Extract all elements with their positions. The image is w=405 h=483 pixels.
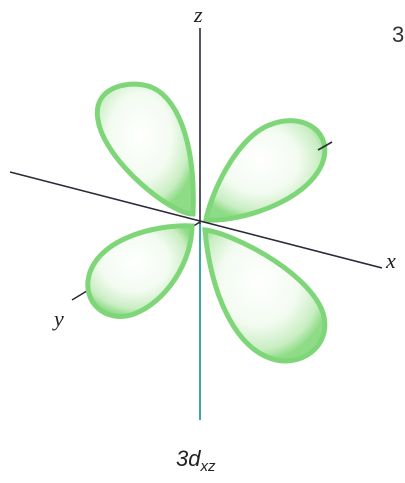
lower-right-lobe	[205, 230, 325, 361]
lower-left-lobe	[88, 226, 192, 317]
orbital-label-subscript: xz	[199, 458, 216, 475]
upper-right-lobe	[206, 121, 325, 220]
orbital-label: 3dxz	[176, 446, 216, 475]
orbital-label-main: 3d	[176, 446, 201, 471]
z-axis-label: z	[193, 2, 203, 27]
x-axis-line	[10, 172, 382, 268]
y-axis-label: y	[52, 306, 64, 331]
upper-left-lobe	[97, 84, 193, 214]
x-axis-label: x	[385, 248, 396, 273]
corner-text: 3	[392, 22, 404, 47]
